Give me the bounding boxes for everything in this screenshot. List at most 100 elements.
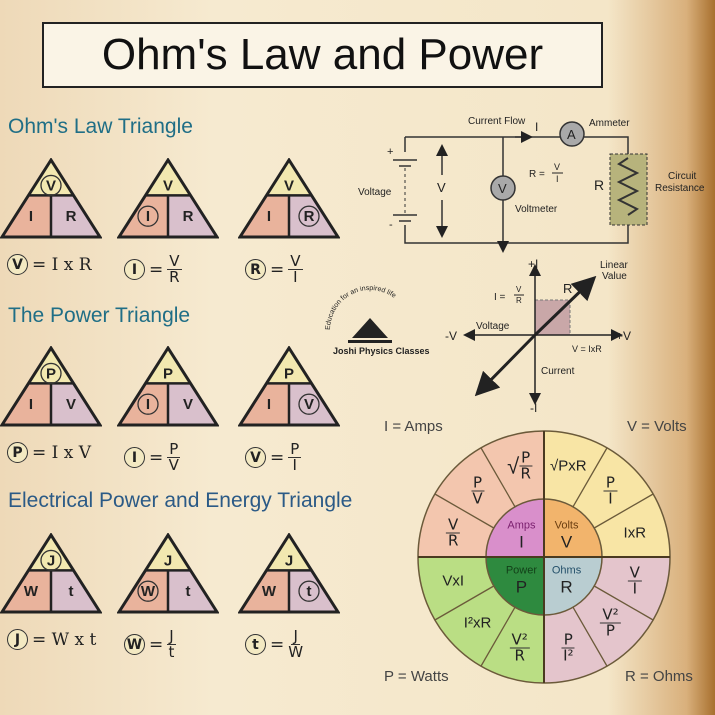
- r-equation-lhs: R =: [529, 169, 545, 180]
- equals-sign: =: [149, 259, 164, 280]
- numerator: V²: [600, 605, 621, 624]
- wheel-divider: [572, 606, 608, 667]
- linear-line-down: [474, 333, 537, 397]
- triangle-right-letter: R: [304, 208, 315, 225]
- denominator: W: [288, 643, 304, 661]
- triangle-top-letter: P: [284, 365, 294, 382]
- logo: Education for an inspired life Joshi Phy…: [325, 285, 430, 356]
- triangle-top-letter: V: [284, 177, 294, 194]
- wheel-divider: [572, 447, 608, 508]
- triangle-top-letter: J: [47, 552, 55, 569]
- wheel-divider: [593, 493, 654, 529]
- denominator: I: [632, 579, 638, 598]
- equals-sign: =: [270, 447, 285, 468]
- ammeter-symbol: A: [567, 127, 576, 142]
- circled-variable: V: [245, 447, 266, 468]
- graph-voltage-label: Voltage: [476, 321, 510, 332]
- triangle-right-letter: t: [186, 583, 191, 600]
- resistor-zigzag: [616, 157, 640, 216]
- ammeter-label: Ammeter: [589, 118, 630, 129]
- circled-variable: R: [245, 259, 266, 280]
- formula-rhs: = W x t: [32, 629, 97, 650]
- numerator: P: [471, 473, 485, 492]
- graph-current-label: Current: [541, 366, 575, 377]
- numerator: P: [288, 440, 302, 458]
- i-equation-num: V: [516, 285, 522, 294]
- linear-value-label: Value: [602, 271, 627, 282]
- wheel-formula: I²xR: [464, 615, 492, 632]
- wheel-unit-label: Amps: [507, 519, 536, 531]
- logo-tagline: Education for an inspired life: [325, 285, 397, 330]
- circuit-labels: Current Flow I A Ammeter + - Voltage V V…: [358, 116, 705, 231]
- graph-r-label: R: [563, 281, 572, 296]
- circled-variable: J: [7, 629, 28, 650]
- denominator: I: [608, 489, 613, 508]
- iv-graph: +I -I -V +V Voltage Current I = V R R Li…: [445, 257, 631, 415]
- triangle-right-letter: R: [66, 208, 77, 225]
- resistor-box: [609, 153, 648, 226]
- sqrt-icon: √: [507, 453, 520, 479]
- triangle-left-letter: I: [267, 208, 271, 225]
- circuit-resistance-label: Resistance: [655, 183, 705, 194]
- wheel-divider: [593, 585, 654, 621]
- circuit-wire: [404, 136, 629, 244]
- page-title: Ohm's Law and Power: [42, 22, 603, 88]
- triangle-formula: V= I x R: [7, 254, 92, 275]
- heading-power-triangle: The Power Triangle: [8, 304, 191, 327]
- voltmeter-label: Voltmeter: [515, 204, 558, 215]
- wheel-divider: [434, 493, 495, 529]
- circled-variable: I: [124, 259, 145, 280]
- numerator: P: [167, 440, 181, 458]
- numerator: P: [603, 473, 617, 492]
- triangle-top-letter: V: [46, 177, 56, 194]
- voltage-v: V: [437, 180, 446, 195]
- current-flow-label: Current Flow: [468, 116, 526, 127]
- triangle-top-letter: J: [164, 552, 172, 569]
- plus-label: +: [387, 146, 393, 158]
- triangle-right-letter: V: [304, 396, 314, 413]
- numerator: V: [446, 515, 461, 534]
- wheel-formula: IxR: [624, 524, 647, 541]
- corner-volts: V = Volts: [627, 418, 687, 435]
- heading-ohms-law-triangle: Ohm's Law Triangle: [8, 115, 193, 138]
- i-equation-den: R: [516, 296, 522, 305]
- numerator: J: [291, 627, 300, 645]
- linear-line-up: [533, 275, 597, 337]
- denominator: R: [447, 531, 459, 550]
- triangle-right-letter: V: [183, 396, 193, 413]
- minus-i-label: -I: [530, 401, 537, 415]
- circled-variable: t: [245, 634, 266, 655]
- numerator: V: [167, 252, 182, 270]
- numerator: V: [627, 563, 642, 582]
- equals-sign: =: [149, 634, 164, 655]
- voltmeter-symbol: V: [498, 181, 507, 196]
- denominator: V: [472, 489, 483, 508]
- denominator: V: [168, 456, 179, 474]
- numerator: V: [288, 252, 303, 270]
- equals-sign: =: [270, 259, 285, 280]
- triangle-top-letter: J: [285, 552, 293, 569]
- equals-sign: =: [149, 447, 164, 468]
